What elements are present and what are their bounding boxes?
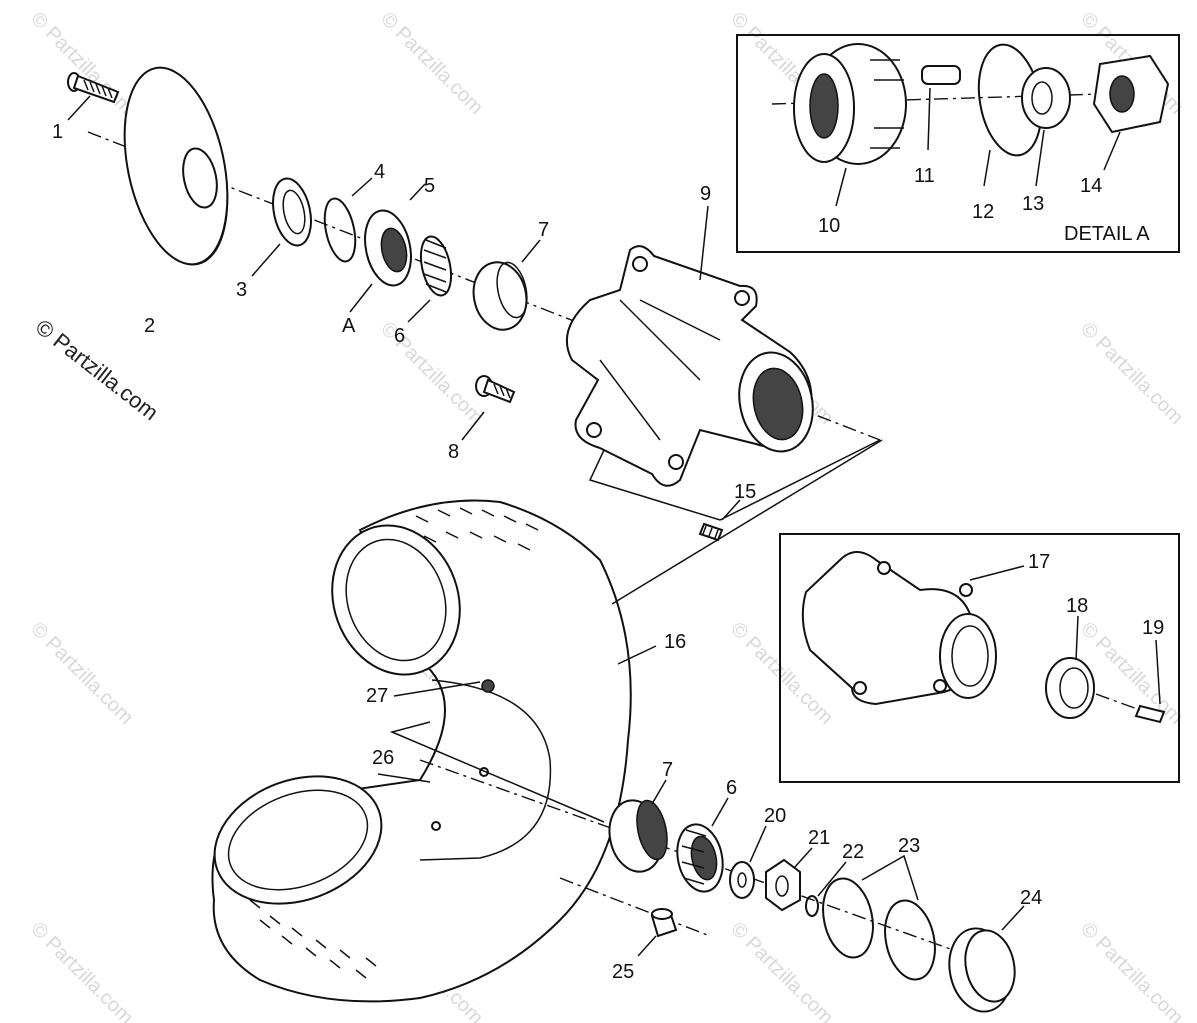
callout-3: 3 <box>236 279 247 301</box>
part-13-washer <box>1021 67 1071 129</box>
part-18-collar <box>1045 657 1095 719</box>
part-14-nut <box>1092 54 1170 134</box>
alt-hub-detail-box <box>779 533 1180 783</box>
callout-8: 8 <box>448 441 459 463</box>
callout-11: 11 <box>914 165 935 187</box>
callout-13: 13 <box>1022 193 1044 215</box>
watermark-tile: © Partzilla.com <box>26 918 137 1023</box>
part-23-ring-b <box>884 899 936 981</box>
part-22-cotter-pin <box>805 895 819 917</box>
callout-17: 17 <box>1028 551 1050 573</box>
detail-a-title: DETAIL A <box>1064 223 1150 245</box>
callout-21: 21 <box>808 827 830 849</box>
callout-22: 22 <box>842 841 864 863</box>
part-7b-race <box>608 799 668 873</box>
part-21-nut <box>765 858 801 912</box>
callout-18: 18 <box>1066 595 1088 617</box>
watermark-tile: © Partzilla.com <box>1076 918 1187 1023</box>
watermark-tile: © Partzilla.com <box>26 618 137 729</box>
callout-4: 4 <box>374 161 385 183</box>
part-5-bearing-assembly <box>364 209 453 297</box>
watermark-tile: © Partzilla.com <box>1076 318 1187 429</box>
callout-20: 20 <box>764 805 786 827</box>
part-25-valve <box>650 908 678 938</box>
part-19-screw <box>1134 704 1166 724</box>
callout-1: 1 <box>52 121 63 143</box>
callout-26: 26 <box>372 747 394 769</box>
part-16-tire <box>211 499 632 1003</box>
part-1-bolt <box>67 72 120 104</box>
part-8-screw <box>475 375 516 404</box>
part-2-disc <box>123 66 229 266</box>
watermark-tile: © Partzilla.com <box>1076 618 1187 729</box>
callout-7b: 7 <box>662 759 673 781</box>
part-7-race <box>472 261 528 331</box>
callout-19: 19 <box>1142 617 1164 639</box>
callout-24: 24 <box>1020 887 1042 909</box>
callout-27: 27 <box>366 685 388 707</box>
callout-15: 15 <box>734 481 756 503</box>
callout-12: 12 <box>972 201 994 223</box>
tire-link-line <box>611 439 883 605</box>
callout-labels: 1 2 3 4 5 A 6 7 8 9 10 11 12 13 14 15 16… <box>52 121 1164 983</box>
callout-6: 6 <box>394 325 405 347</box>
part-23-ring-a <box>822 877 874 959</box>
part-10-clutch-collar <box>793 43 907 165</box>
callout-6b: 6 <box>726 777 737 799</box>
part-4-snap-ring <box>323 197 357 263</box>
callout-14: 14 <box>1080 175 1102 197</box>
watermark-tile: © Partzilla.com <box>726 918 837 1023</box>
part-9-hub <box>565 245 814 487</box>
part-3-seal <box>272 177 312 247</box>
callout-9: 9 <box>700 183 711 205</box>
part-20-washer <box>729 861 755 899</box>
detail-a-box <box>736 34 1180 253</box>
callout-2: 2 <box>144 315 155 337</box>
part-6b-bearing <box>676 823 724 893</box>
part-24-cap <box>948 927 1016 1013</box>
callout-a: A <box>342 315 356 337</box>
part-11-pin <box>921 65 961 85</box>
callout-16: 16 <box>664 631 686 653</box>
part-17-hub <box>801 551 997 706</box>
part-15-screw <box>698 522 724 542</box>
callout-23: 23 <box>898 835 920 857</box>
callout-25: 25 <box>612 961 634 983</box>
watermark-tile: © Partzilla.com <box>376 8 487 119</box>
callout-7: 7 <box>538 219 549 241</box>
callout-5: 5 <box>424 175 435 197</box>
watermark-tile: © Partzilla.com <box>26 8 137 119</box>
callout-10: 10 <box>818 215 840 237</box>
